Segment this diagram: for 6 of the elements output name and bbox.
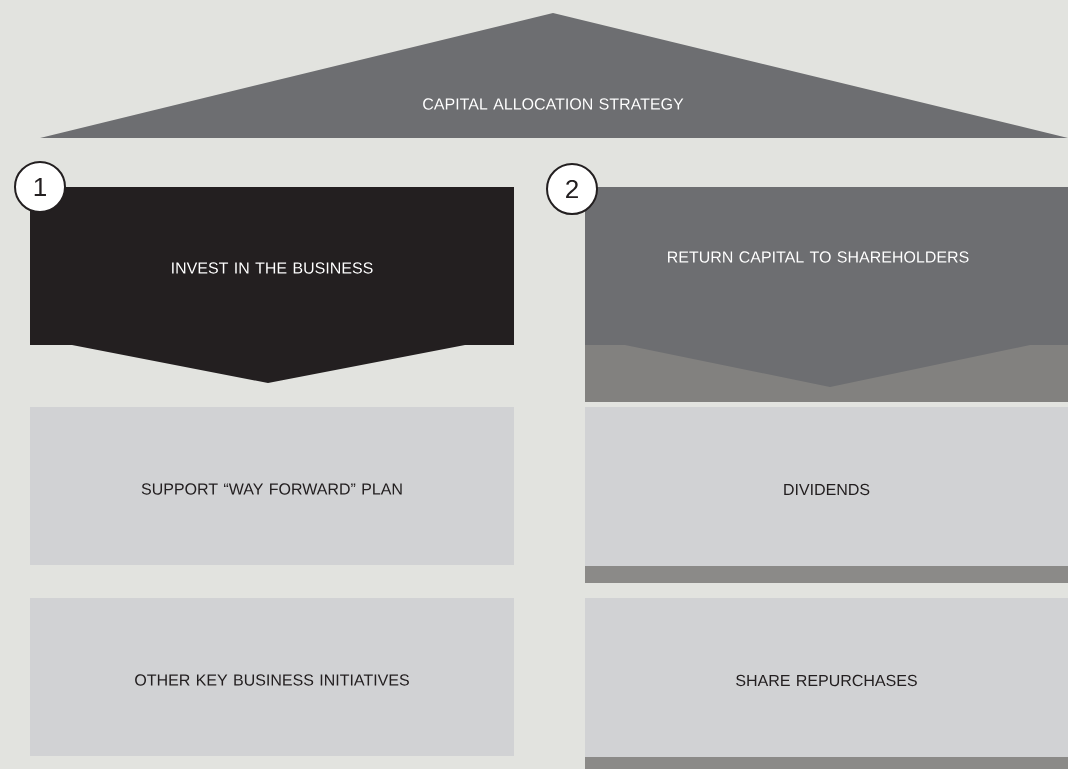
option-box: SHARE REPURCHASES [585,598,1068,769]
option-box: OTHER KEY BUSINESS INITIATIVES [30,598,514,756]
option-box: SUPPORT “WAY FORWARD” PLAN [30,407,514,565]
roof-banner: CAPITAL ALLOCATION STRATEGY [40,13,1068,138]
option-box: DIVIDENDS [585,407,1068,583]
chevron-box: RETURN CAPITAL TO SHAREHOLDERS [585,187,1068,402]
